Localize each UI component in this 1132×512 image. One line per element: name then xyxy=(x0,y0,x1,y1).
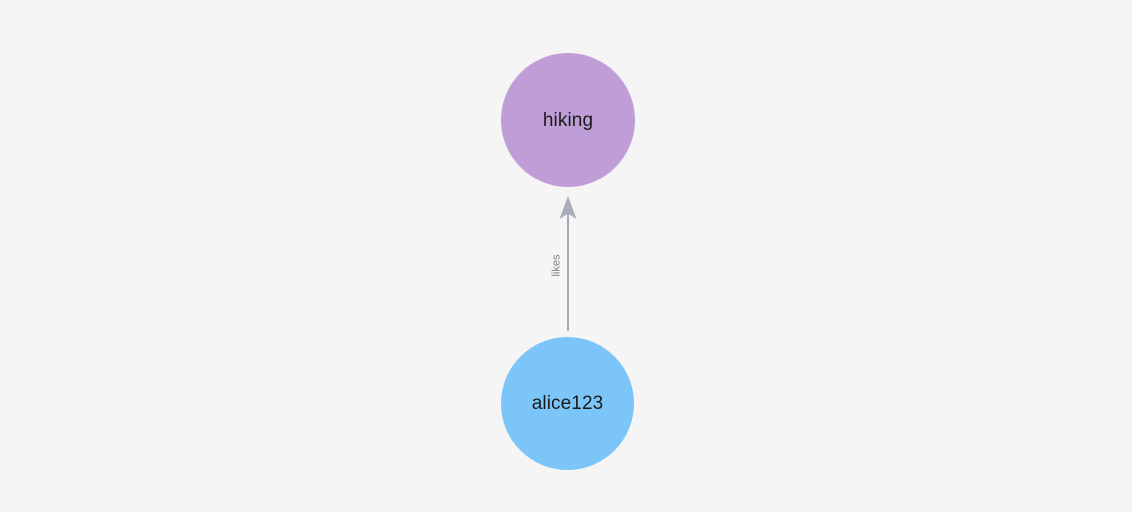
edge-arrowhead-icon xyxy=(559,196,577,219)
graph-node-label: hiking xyxy=(542,109,594,131)
graph-edge-alice123-likes-hiking[interactable] xyxy=(559,196,577,331)
graph-node-hiking[interactable]: hiking xyxy=(501,53,635,187)
edge-label-likes: likes xyxy=(550,254,563,277)
graph-node-label: alice123 xyxy=(531,393,604,414)
graph-node-alice123[interactable]: alice123 xyxy=(501,337,634,470)
